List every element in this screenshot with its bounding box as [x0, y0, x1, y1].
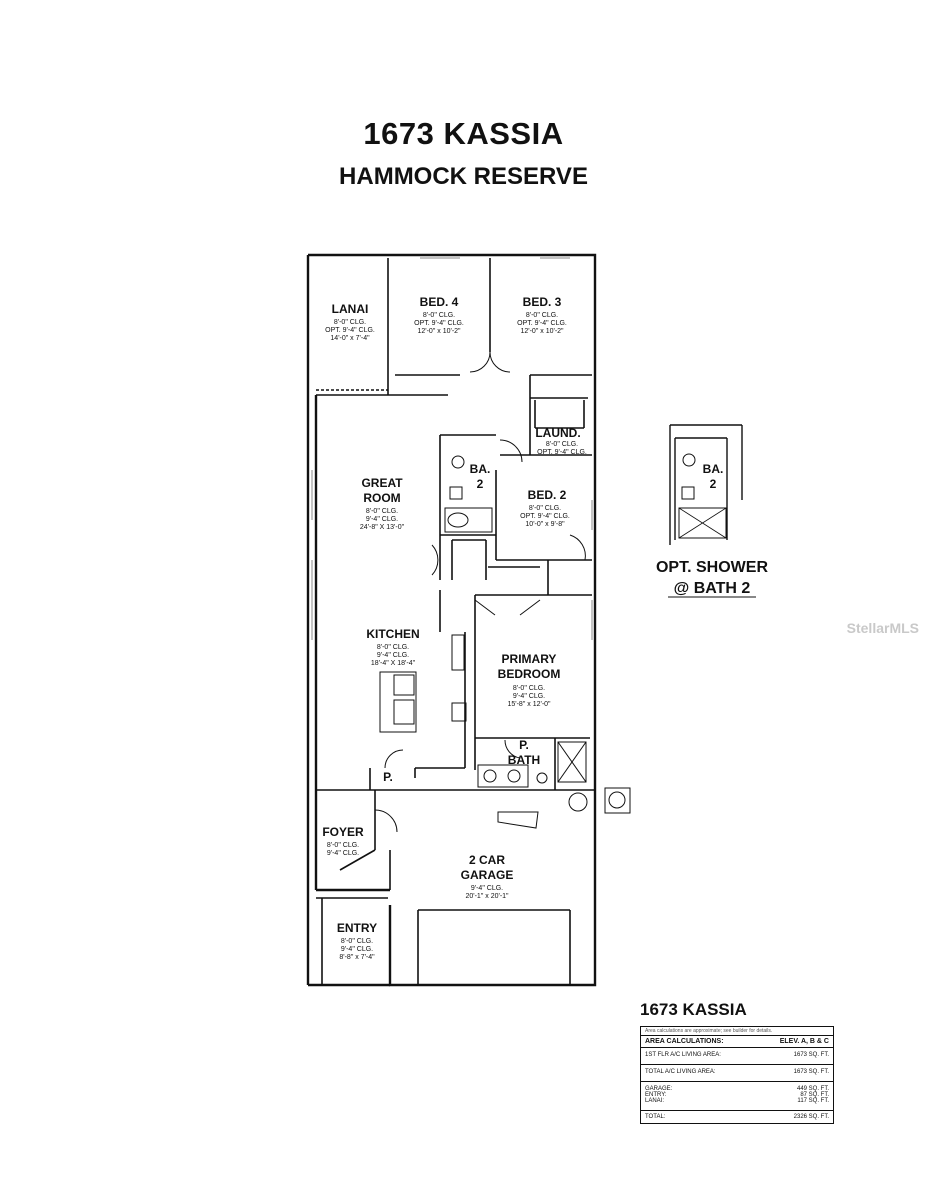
svg-text:2: 2: [710, 477, 717, 491]
windows: [311, 257, 593, 640]
area-row: TOTAL A/C LIVING AREA: 1673 SQ. FT.: [641, 1064, 833, 1075]
area-row: ENTRY: 87 SQ. FT.: [645, 1092, 829, 1098]
svg-text:15'-8" x 12'-0": 15'-8" x 12'-0": [507, 701, 551, 708]
svg-text:OPT. 9'-4" CLG.: OPT. 9'-4" CLG.: [414, 320, 464, 327]
svg-text:8'-0" CLG.: 8'-0" CLG.: [341, 938, 373, 945]
area-row: LANAI: 117 SQ. FT.: [645, 1098, 829, 1104]
lanai-name: LANAI: [332, 302, 369, 316]
opt-shower-inset: [669, 424, 743, 545]
svg-text:10'-0" x 9'-8": 10'-0" x 9'-8": [525, 521, 565, 528]
svg-text:8'-0" CLG.: 8'-0" CLG.: [529, 505, 561, 512]
bath2-name: BA.: [470, 462, 491, 476]
bed2-name: BED. 2: [528, 488, 567, 502]
svg-text:20'-1" x 20'-1": 20'-1" x 20'-1": [465, 893, 509, 900]
bed4-name: BED. 4: [420, 295, 459, 309]
svg-text:14'-0" x 7'-4": 14'-0" x 7'-4": [330, 335, 370, 342]
foyer-name: FOYER: [322, 825, 364, 839]
svg-text:OPT. 9'-4" CLG.: OPT. 9'-4" CLG.: [537, 449, 587, 456]
svg-text:9'-4" CLG.: 9'-4" CLG.: [366, 516, 398, 523]
svg-text:ROOM: ROOM: [363, 491, 400, 505]
svg-text:9'-4" CLG.: 9'-4" CLG.: [341, 946, 373, 953]
opt-bath2-name: BA.: [703, 462, 724, 476]
svg-text:BEDROOM: BEDROOM: [498, 667, 561, 681]
svg-text:OPT. 9'-4" CLG.: OPT. 9'-4" CLG.: [520, 513, 570, 520]
svg-text:8'-0" CLG.: 8'-0" CLG.: [334, 319, 366, 326]
opt-shower-label: OPT. SHOWER: [656, 559, 768, 576]
entry-name: ENTRY: [337, 921, 377, 935]
svg-text:12'-0" x 10'-2": 12'-0" x 10'-2": [520, 328, 564, 335]
area-row: 1ST FLR A/C LIVING AREA: 1673 SQ. FT.: [645, 1052, 829, 1058]
opt-shower-sublabel: @ BATH 2: [674, 580, 751, 597]
exterior-walls: [306, 253, 597, 987]
area-row: GARAGE: 449 SQ. FT.: [641, 1081, 833, 1092]
bed3-name: BED. 3: [523, 295, 562, 309]
svg-text:9'-4" CLG.: 9'-4" CLG.: [377, 652, 409, 659]
svg-text:GARAGE: GARAGE: [461, 868, 514, 882]
laundry-name: LAUND.: [535, 426, 580, 440]
svg-text:8'-0" CLG.: 8'-0" CLG.: [423, 312, 455, 319]
area-heading-row: AREA CALCULATIONS: ELEV. A, B & C: [641, 1036, 833, 1048]
svg-text:24'-8" X 13'-0": 24'-8" X 13'-0": [360, 524, 405, 531]
room-labels: LANAI 8'-0" CLG. OPT. 9'-4" CLG. 14'-0" …: [322, 295, 587, 961]
fixtures: [379, 455, 631, 829]
svg-text:OPT. 9'-4" CLG.: OPT. 9'-4" CLG.: [325, 327, 375, 334]
great-room-name: GREAT: [361, 476, 403, 490]
watermark: StellarMLS: [846, 620, 919, 636]
plan-subtitle: HAMMOCK RESERVE: [339, 163, 588, 190]
interior-walls: [316, 258, 595, 985]
svg-text:8'-0" CLG.: 8'-0" CLG.: [366, 508, 398, 515]
area-note: Area calculations are approximate; see b…: [641, 1027, 833, 1036]
svg-text:9'-4" CLG.: 9'-4" CLG.: [327, 850, 359, 857]
primary-bedroom-name: PRIMARY: [502, 652, 557, 666]
primary-bath-name: P.: [519, 738, 529, 752]
plan-title: 1673 KASSIA: [363, 116, 564, 151]
svg-text:9'-4" CLG.: 9'-4" CLG.: [513, 693, 545, 700]
area-title: 1673 KASSIA: [640, 1000, 747, 1019]
svg-text:OPT. 9'-4" CLG.: OPT. 9'-4" CLG.: [517, 320, 567, 327]
svg-text:18'-4" X 18'-4": 18'-4" X 18'-4": [371, 660, 416, 667]
area-calculations-table: Area calculations are approximate; see b…: [640, 1026, 834, 1124]
svg-text:9'-4" CLG.: 9'-4" CLG.: [471, 885, 503, 892]
svg-text:BATH: BATH: [508, 753, 540, 767]
svg-text:12'-0" x 10'-2": 12'-0" x 10'-2": [417, 328, 461, 335]
door-swings: [374, 351, 586, 833]
kitchen-name: KITCHEN: [366, 627, 419, 641]
svg-text:8'-0" CLG.: 8'-0" CLG.: [377, 644, 409, 651]
area-total-row: TOTAL: 2326 SQ. FT.: [641, 1110, 833, 1120]
garage-name: 2 CAR: [469, 853, 505, 867]
svg-text:8'-0" CLG.: 8'-0" CLG.: [513, 685, 545, 692]
svg-text:8'-0" CLG.: 8'-0" CLG.: [327, 842, 359, 849]
svg-text:8'-0" CLG.: 8'-0" CLG.: [526, 312, 558, 319]
pantry-name: P.: [383, 770, 393, 784]
svg-text:8'-8" x 7'-4": 8'-8" x 7'-4": [339, 954, 375, 961]
svg-text:2: 2: [477, 477, 484, 491]
svg-text:8'-0" CLG.: 8'-0" CLG.: [546, 441, 578, 448]
